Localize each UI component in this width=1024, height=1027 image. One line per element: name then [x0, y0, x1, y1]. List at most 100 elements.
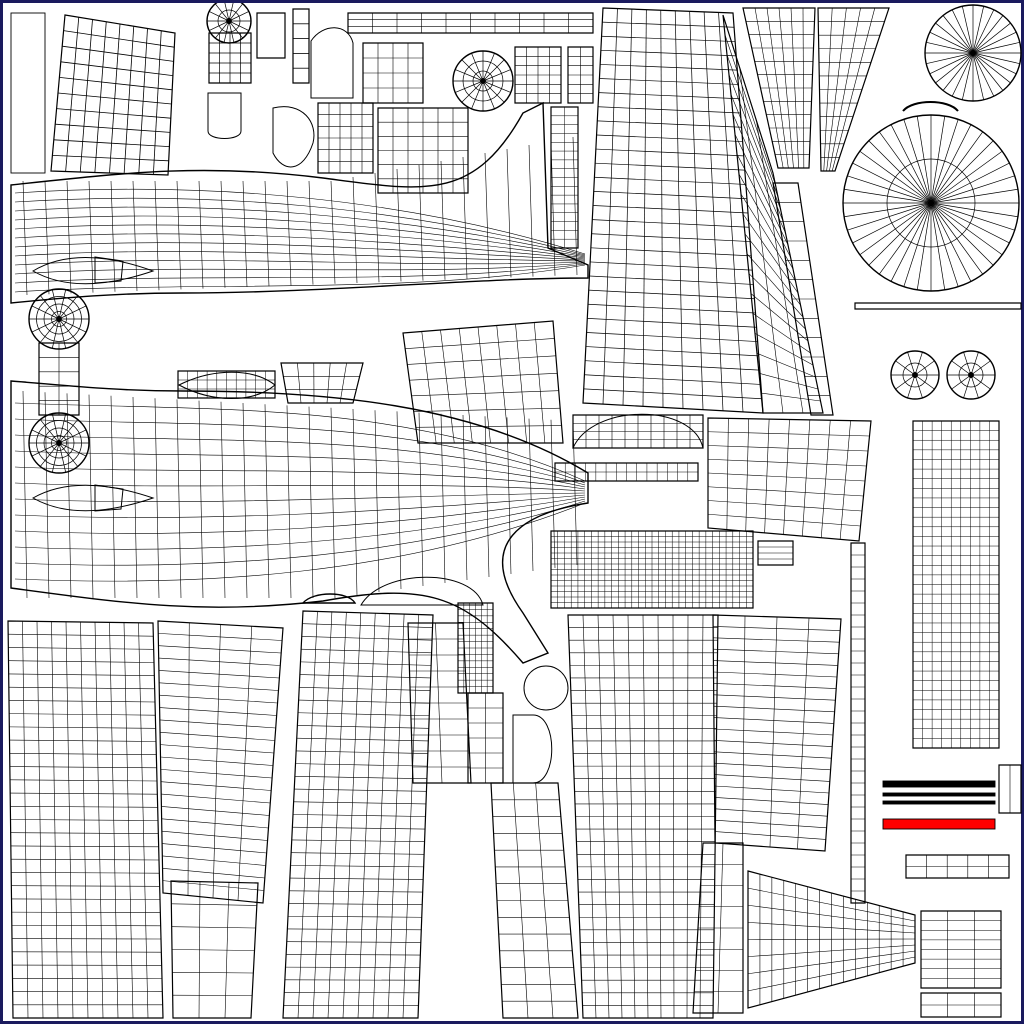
- wire-line: [964, 352, 971, 375]
- wire-line: [229, 21, 249, 31]
- wire-line: [931, 203, 1002, 255]
- wire-line: [405, 338, 554, 348]
- wire-line: [243, 181, 247, 287]
- panel-outline: [708, 418, 871, 541]
- wire-line: [291, 865, 424, 867]
- wire-line: [759, 373, 818, 389]
- wire-line: [11, 872, 159, 873]
- uv-wireframe-canvas: [3, 3, 1024, 1027]
- wire-line: [860, 151, 931, 203]
- wire-line: [516, 324, 527, 443]
- canopy-outline: [273, 107, 314, 167]
- wire-line: [265, 181, 269, 286]
- wire-line: [587, 318, 756, 327]
- wire-line: [584, 389, 762, 399]
- fuselage-contour: [15, 483, 585, 491]
- wire-line: [931, 141, 993, 203]
- wire-line: [973, 32, 1016, 53]
- wire-line: [375, 410, 379, 592]
- tail-cone-bottom-right: [748, 871, 1001, 1017]
- fuselage-contour: [15, 451, 585, 487]
- disc-hub: [57, 317, 62, 322]
- wire-line: [309, 181, 313, 285]
- wire-line: [229, 11, 249, 21]
- wire-line: [601, 50, 736, 56]
- canopy-frame: [208, 93, 241, 139]
- disc-hub: [971, 51, 976, 56]
- wire-line: [111, 181, 115, 292]
- wire-line: [908, 352, 915, 375]
- wing-panel-bottom-right: [568, 615, 841, 1018]
- fuselage-contour: [15, 207, 585, 256]
- wire-line: [177, 399, 181, 598]
- wire-line: [595, 163, 745, 170]
- wire-line: [879, 203, 931, 274]
- wire-line: [265, 404, 269, 598]
- disc-hub: [227, 19, 232, 24]
- wire-line: [23, 391, 27, 598]
- disc-hub: [481, 79, 486, 84]
- wire-line: [594, 177, 745, 184]
- wire-line: [597, 121, 741, 127]
- wire-line: [596, 149, 744, 156]
- stabilizer-right: [573, 415, 871, 541]
- wire-line: [497, 326, 509, 444]
- wire-line: [171, 904, 256, 906]
- canopy-outline: [179, 372, 275, 398]
- wire-line: [331, 181, 335, 284]
- wire-line: [89, 395, 93, 598]
- wire-line: [931, 176, 1015, 203]
- wire-line: [592, 234, 751, 242]
- fuselage-contour: [15, 198, 585, 255]
- wire-line: [133, 397, 137, 598]
- wire-line: [931, 203, 993, 265]
- wire-line: [587, 332, 758, 341]
- wire-line: [419, 413, 423, 586]
- wire-line: [529, 419, 533, 571]
- ring-handle: [903, 102, 958, 111]
- wire-line: [301, 662, 432, 666]
- wire-line: [462, 81, 483, 102]
- wire-line: [483, 60, 504, 81]
- wire-line: [931, 203, 1015, 230]
- wire-line: [286, 967, 420, 968]
- wire-line: [172, 927, 256, 928]
- wire-line: [931, 119, 958, 203]
- misc-parts: [178, 13, 1021, 878]
- wire-line: [462, 60, 483, 81]
- wire-line: [860, 203, 931, 255]
- wire-line: [199, 401, 203, 598]
- wire-line: [869, 203, 931, 265]
- wire-line: [11, 886, 159, 887]
- wire-line: [485, 416, 489, 577]
- red-marker-strip: [883, 819, 995, 829]
- wire-line: [600, 64, 737, 70]
- wire-line: [340, 363, 347, 403]
- wire-line: [973, 10, 994, 53]
- fuselage-contour: [15, 216, 585, 257]
- wire-line: [599, 79, 738, 85]
- wire-line: [302, 636, 432, 640]
- fuselage-outline: [11, 381, 588, 663]
- wire-line: [507, 417, 511, 574]
- wire-line: [309, 407, 313, 598]
- wire-line: [930, 53, 973, 74]
- canopy-parts: [179, 28, 958, 603]
- wire-line: [483, 81, 504, 102]
- disc-hub: [57, 441, 62, 446]
- fuselage-contour: [15, 499, 585, 549]
- tail-fin-top-right: [743, 8, 889, 415]
- wire-line: [331, 408, 335, 598]
- wire-line: [288, 916, 422, 917]
- wire-line: [209, 11, 229, 21]
- wire-line: [199, 181, 203, 289]
- wire-line: [749, 274, 806, 329]
- wire-line: [588, 304, 756, 313]
- wire-line: [591, 248, 751, 256]
- wire-line: [290, 878, 423, 879]
- fuselage-contour: [15, 503, 585, 581]
- wire-line: [292, 840, 425, 842]
- wire-line: [594, 191, 747, 198]
- wire-line: [172, 972, 253, 973]
- grid-panel-top-left: [51, 9, 309, 175]
